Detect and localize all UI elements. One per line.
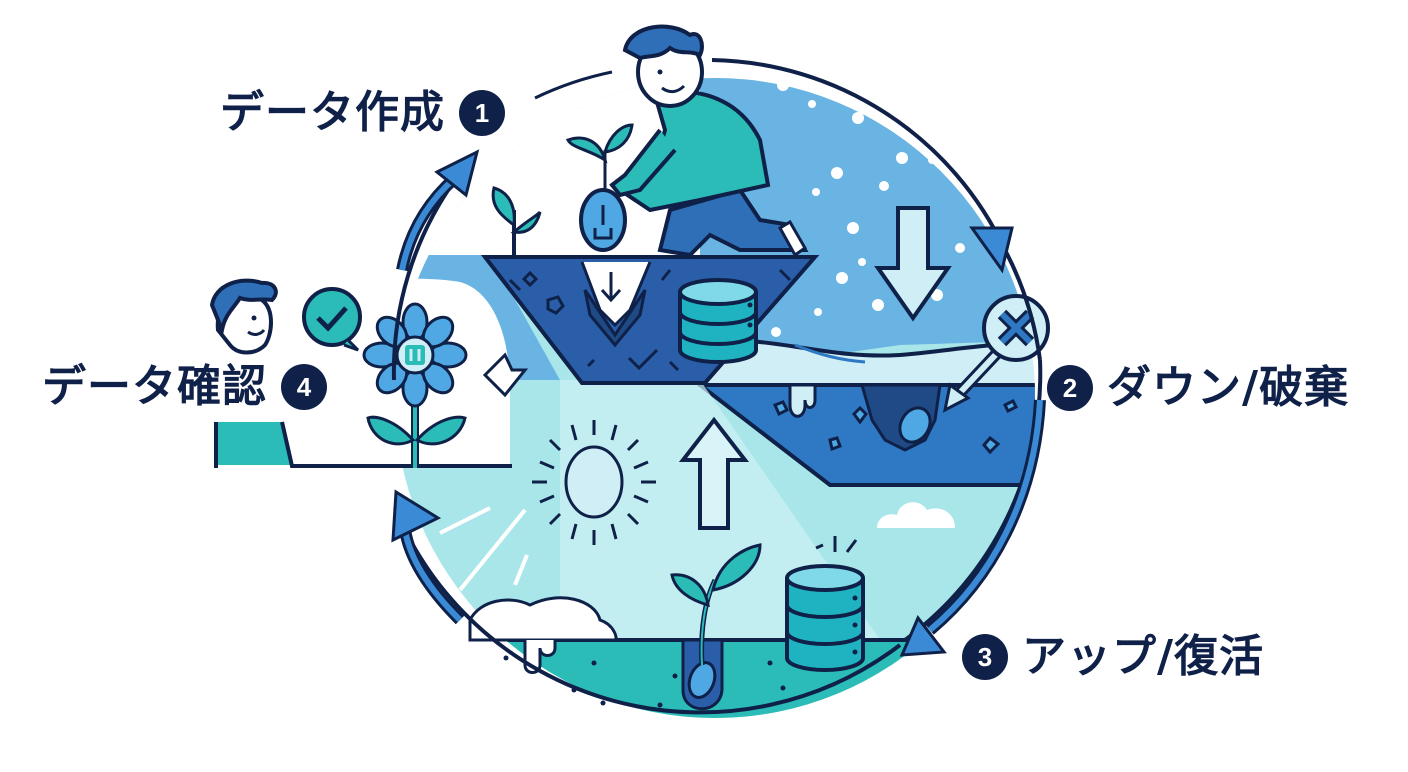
laptop-screen xyxy=(215,422,290,465)
step-3-badge: 3 xyxy=(962,634,1008,680)
step-4-label: データ確認 4 xyxy=(42,364,327,410)
step-4-badge: 4 xyxy=(281,364,327,410)
person-planting-icon xyxy=(609,24,809,258)
connector-line xyxy=(534,70,613,100)
database-icon xyxy=(785,536,865,672)
person-checking-icon xyxy=(209,278,278,355)
check-bubble-icon xyxy=(302,287,362,352)
cycle-arrow-icon xyxy=(396,149,480,272)
seed-icon xyxy=(565,123,634,252)
cloud-icon xyxy=(877,502,955,528)
snow-icon xyxy=(771,79,972,337)
step-2-label: 2 ダウン/破棄 xyxy=(1047,365,1349,411)
flower-icon xyxy=(362,302,468,468)
sprout-icon xyxy=(491,186,542,257)
sun-icon xyxy=(532,420,656,545)
sun-rays xyxy=(439,506,529,592)
step-3-label: 3 アップ/復活 xyxy=(962,634,1264,680)
step-1-badge: 1 xyxy=(459,90,505,136)
down-arrow-icon xyxy=(874,206,952,322)
step-3-text: アップ/復活 xyxy=(1022,631,1265,682)
step-1-text: データ作成 xyxy=(220,87,445,138)
step-4-text: データ確認 xyxy=(42,361,267,412)
step-1-label: データ作成 1 xyxy=(220,90,505,136)
step-2-badge: 2 xyxy=(1047,365,1093,411)
database-icon xyxy=(678,278,758,364)
step-2-text: ダウン/破棄 xyxy=(1107,362,1350,413)
cycle-arrow-icon xyxy=(899,399,1046,657)
up-arrow-icon xyxy=(678,416,750,530)
cycle-arrow-icon xyxy=(969,226,1014,274)
sprout-seed-icon xyxy=(670,543,762,711)
cycle-arrow-icon xyxy=(391,489,465,625)
flag-icon xyxy=(482,352,529,398)
